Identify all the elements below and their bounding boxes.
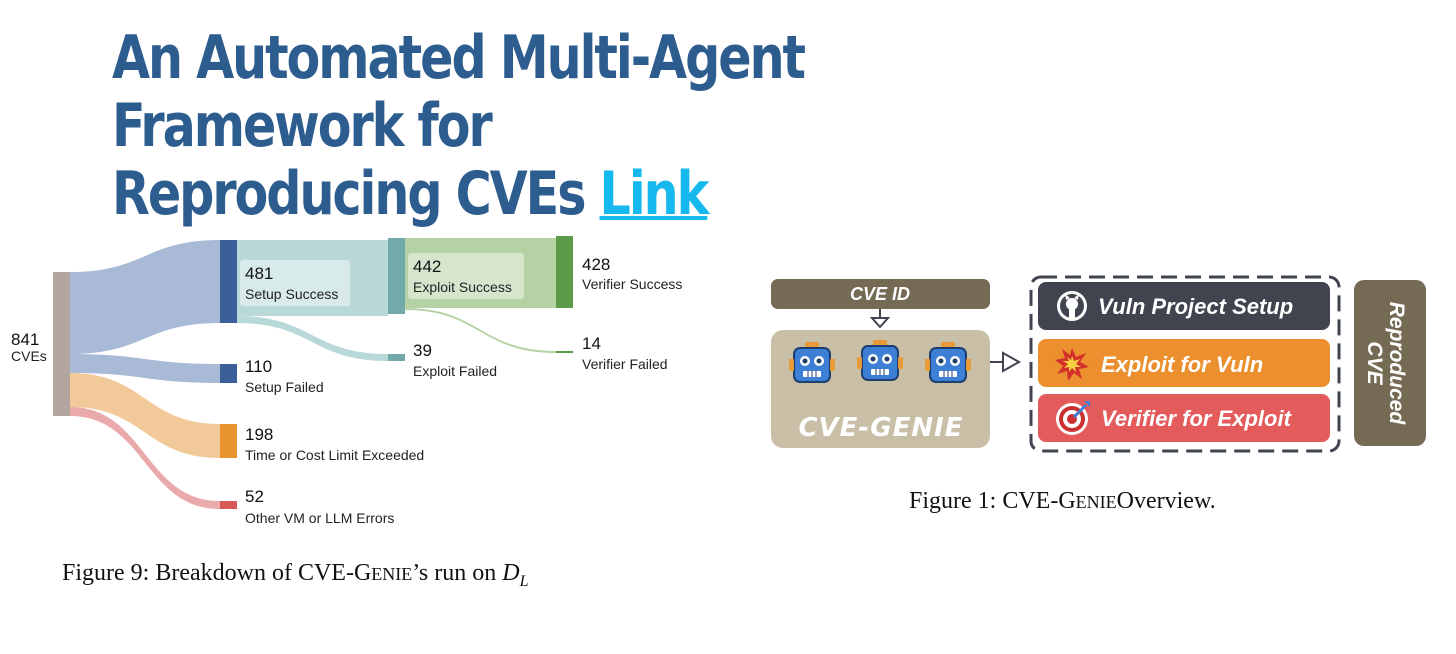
- exploit-success-value: 442: [413, 257, 441, 276]
- node-cves-bar: [53, 272, 70, 416]
- label-bg-exploit-success: [408, 253, 524, 299]
- setup-failed-value: 110: [245, 357, 272, 376]
- cves-label: CVEs: [11, 348, 47, 364]
- title-line-1: An Automated Multi-Agent Framework for: [112, 23, 806, 161]
- reproduced-cve-box: [1354, 280, 1426, 446]
- robot-icon: [857, 340, 903, 381]
- robot-icon: [925, 342, 971, 383]
- flow-setup-to-exploit-success: [237, 240, 388, 316]
- cve-id-label: CVE ID: [850, 284, 910, 304]
- exploit-success-label: Exploit Success: [413, 279, 512, 295]
- reproduced-label: Reproduced: [1385, 302, 1408, 426]
- cve-label: CVE: [1363, 341, 1386, 385]
- node-other-errors-bar: [220, 501, 237, 509]
- node-setup-failed-bar: [220, 364, 237, 383]
- reproduced-cve-text: Reproduced CVE: [1363, 302, 1408, 426]
- setup-success-value: 481: [245, 264, 273, 283]
- verifier-failed-label: Verifier Failed: [582, 356, 668, 372]
- flow-cves-to-setup-failed: [70, 354, 220, 383]
- explosion-icon: [1055, 348, 1089, 381]
- figure1-caption-prefix: Figure 1: CVE-G: [909, 488, 1076, 514]
- step-verifier-for-exploit-label: Verifier for Exploit: [1101, 406, 1293, 431]
- down-arrow-icon: [869, 309, 891, 329]
- step-exploit-for-vuln: [1038, 339, 1330, 387]
- step-vuln-project-setup-label: Vuln Project Setup: [1098, 294, 1293, 319]
- node-setup-success-bar: [220, 240, 237, 323]
- setup-success-label: Setup Success: [245, 286, 338, 302]
- cves-value: 841: [11, 330, 39, 349]
- other-errors-value: 52: [245, 487, 264, 506]
- node-verifier-success-bar: [556, 236, 573, 308]
- time-limit-value: 198: [245, 425, 273, 444]
- verifier-failed-value: 14: [582, 334, 601, 353]
- label-bg-setup-success: [240, 260, 350, 306]
- figure9-caption-mid: ’s run on: [412, 560, 502, 586]
- verifier-success-value: 428: [582, 255, 610, 274]
- node-exploit-success-bar: [388, 238, 405, 314]
- flow-cves-to-other-errors: [70, 407, 220, 509]
- flow-cves-to-setup-success: [70, 240, 220, 354]
- github-icon: [1057, 291, 1087, 321]
- setup-failed-label: Setup Failed: [245, 379, 324, 395]
- robot-icon: [789, 342, 835, 383]
- node-time-limit-bar: [220, 424, 237, 458]
- figure9-caption-math: D: [501, 560, 519, 586]
- figure1-caption-smallcaps: ENIE: [1076, 492, 1117, 512]
- exploit-failed-value: 39: [413, 341, 432, 360]
- step-verifier-for-exploit: [1038, 394, 1330, 442]
- flow-exploit-to-verifier-success: [405, 238, 556, 308]
- title-line-2: Reproducing CVEs: [112, 159, 587, 229]
- figure9-caption: Figure 9: Breakdown of CVE-GENIE’s run o…: [62, 560, 529, 590]
- figure1-caption: Figure 1: CVE-GENIEOverview.: [909, 488, 1216, 514]
- cve-id-box: [771, 279, 990, 309]
- other-errors-label: Other VM or LLM Errors: [245, 510, 394, 526]
- title-link[interactable]: Link: [599, 159, 710, 229]
- target-icon: [1056, 401, 1090, 435]
- cve-genie-label: CVE-GENIE: [798, 413, 963, 443]
- step-exploit-for-vuln-label: Exploit for Vuln: [1101, 352, 1263, 377]
- step-vuln-project-setup: [1038, 282, 1330, 330]
- flow-exploit-to-verifier-failed: [405, 308, 556, 353]
- figure9-caption-smallcaps: ENIE: [371, 564, 412, 584]
- flow-cves-to-time-limit: [70, 373, 220, 458]
- right-arrow-icon: [990, 351, 1022, 373]
- node-verifier-failed-bar: [556, 351, 573, 353]
- verifier-success-label: Verifier Success: [582, 276, 682, 292]
- figure9-caption-prefix: Figure 9: Breakdown of CVE-G: [62, 560, 371, 586]
- node-exploit-failed-bar: [388, 354, 405, 361]
- figure1-caption-suffix: Overview.: [1117, 488, 1216, 514]
- sankey-diagram: 841 CVEs 481 Setup Success 110 Setup Fai…: [11, 236, 682, 590]
- pipeline-container: [1029, 275, 1341, 453]
- flow-setup-to-exploit-failed: [237, 316, 388, 361]
- time-limit-label: Time or Cost Limit Exceeded: [245, 447, 424, 463]
- figure9-caption-subscript: L: [519, 573, 529, 590]
- exploit-failed-label: Exploit Failed: [413, 363, 497, 379]
- cve-genie-overview-diagram: CVE ID: [771, 275, 1426, 514]
